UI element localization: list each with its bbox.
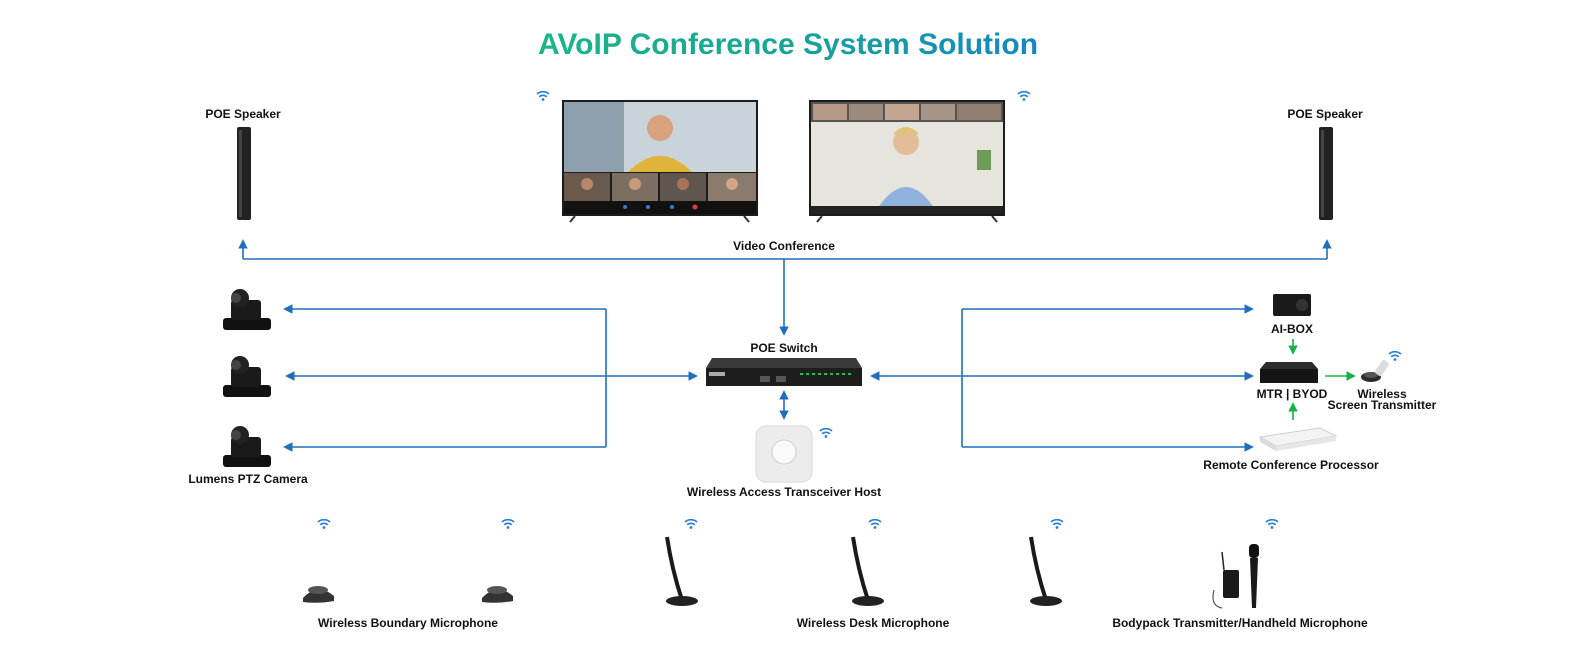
bodypack-transmitter-device [1212,551,1239,609]
remote-processor-device [1258,427,1338,451]
video-display-left [536,90,758,223]
video-display-right [809,90,1031,223]
control-links [1288,339,1356,420]
desk-mic-2 [851,518,884,606]
video-conference-label: Video Conference [733,239,835,253]
poe-switch-device [706,358,862,386]
handheld-mic-device [1249,518,1279,608]
poe-speaker-right [1319,127,1333,220]
ptz-camera-2 [223,356,271,397]
ai-box-label: AI-BOX [1271,322,1313,336]
poe-speaker-left-label: POE Speaker [205,107,281,121]
remote-processor-label: Remote Conference Processor [1203,458,1379,472]
boundary-mic-label: Wireless Boundary Microphone [318,616,498,630]
camera-links [283,304,698,452]
poe-speaker-right-label: POE Speaker [1287,107,1363,121]
desk-mic-label: Wireless Desk Microphone [796,616,950,630]
boundary-mic-1 [303,518,334,603]
page-title: AVoIP Conference System Solution [537,28,1039,61]
ai-box-device [1273,294,1311,316]
desk-mic-1 [665,518,698,606]
screen-transmitter-device [1361,350,1402,382]
mtr-byod-device [1260,362,1318,383]
poe-switch-label: POE Switch [750,341,818,355]
mtr-byod-label: MTR | BYOD [1256,387,1328,401]
screen-transmitter-label-2: Screen Transmitter [1327,398,1437,412]
bodypack-mic-label: Bodypack Transmitter/Handheld Microphone [1112,616,1368,630]
processor-links [870,304,1254,452]
poe-speaker-left [237,127,251,220]
ptz-camera-1 [223,289,271,330]
video-conference-bus [238,239,1332,336]
ptz-camera-3 [223,426,271,467]
wireless-access-host-label: Wireless Access Transceiver Host [686,485,882,499]
access-point-device [755,425,833,483]
ptz-camera-label: Lumens PTZ Camera [188,472,308,486]
boundary-mic-2 [482,518,515,603]
desk-mic-3 [1029,518,1064,606]
screen-transmitter-label-1: Wireless [1357,387,1407,401]
